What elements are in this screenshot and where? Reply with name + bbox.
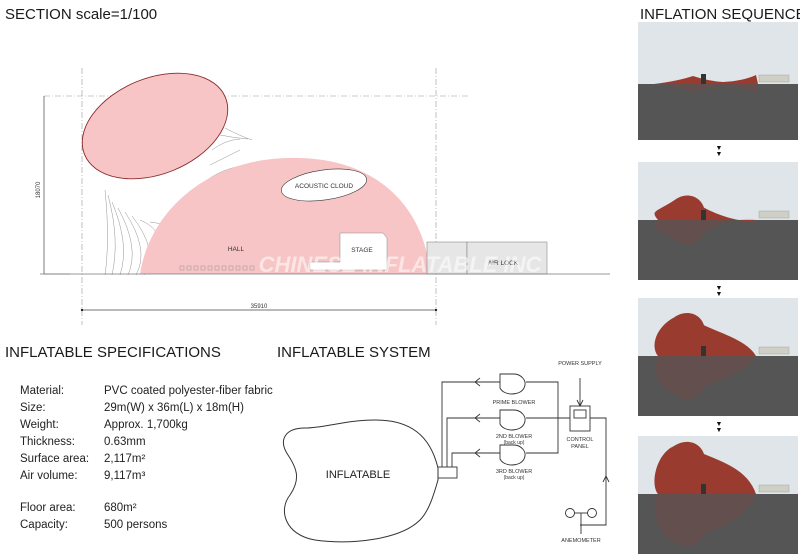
spec-label: Floor area: [20, 502, 76, 514]
blower3-icon [499, 444, 526, 466]
blower3-duct [451, 452, 500, 467]
acoustic-cloud-label: ACOUSTIC CLOUD [295, 183, 353, 190]
prime-duct [441, 381, 500, 467]
hall-label: HALL [228, 246, 245, 253]
blower3-label: 3RD BLOWER [496, 469, 532, 475]
seating-rows [179, 265, 255, 271]
prime-blower-label: PRIME BLOWER [493, 400, 536, 406]
dim-dot [434, 308, 438, 312]
inflation-step-1 [638, 22, 798, 140]
inflatable-membrane [654, 441, 756, 494]
arrow-down-icon [576, 399, 584, 408]
blower2-icon [499, 409, 526, 431]
width-dimension-label: 35910 [251, 304, 268, 310]
arrow-left-icon [474, 413, 481, 423]
sequence-title: INFLATION SEQUENCE [640, 6, 800, 23]
inflatable-membrane [654, 195, 756, 222]
air-lock-label: AIR LOCK [488, 260, 519, 267]
air-lock-model [758, 210, 790, 219]
air-lock [466, 241, 548, 275]
entrance [701, 210, 706, 220]
arrow-left-icon [474, 448, 481, 458]
section-drawing: 18070 35910 ACOUSTIC CLOUD HALL STAGE AI… [36, 68, 610, 325]
spec-label: Size: [20, 402, 46, 414]
air-lock-model [758, 346, 790, 355]
system-diagram: INFLATABLE POWER SUPPLY CONTROL PANEL PR… [283, 361, 610, 544]
anemometer-cup [587, 508, 597, 518]
spec-label: Surface area: [20, 453, 90, 465]
membrane-reflection [654, 84, 758, 93]
spec-value: Approx. 1,700kg [104, 419, 188, 431]
inflation-step-3 [638, 298, 798, 416]
spec-value: 500 persons [104, 519, 168, 531]
sequence-arrow-icon: ▼ ▼ [715, 421, 723, 434]
spec-value: 29m(W) x 36m(L) x 18m(H) [104, 402, 244, 414]
blower2-label: 2ND BLOWER [496, 434, 532, 440]
membrane-reflection [654, 356, 756, 399]
blower3-sublabel: (back up) [504, 475, 525, 481]
inflatable-membrane [654, 75, 758, 84]
sky [638, 22, 798, 84]
control-panel-screen [573, 409, 587, 419]
control-panel-label-2: PANEL [571, 444, 589, 450]
sequence-arrow-icon: ▼ ▼ [715, 285, 723, 298]
arrow-left-icon [474, 377, 481, 387]
anemometer-cup [565, 508, 575, 518]
power-supply-label: POWER SUPPLY [558, 361, 602, 367]
air-lock-model [758, 74, 790, 83]
power-bus [526, 381, 559, 454]
spec-label: Material: [20, 385, 65, 397]
dim-dot [80, 308, 84, 312]
inflatable-label: INFLATABLE [326, 469, 390, 481]
sequence-arrow-icon: ▼ ▼ [715, 145, 723, 158]
system-title: INFLATABLE SYSTEM [277, 344, 431, 361]
ground [638, 356, 798, 416]
anemometer-label: ANEMOMETER [561, 538, 600, 544]
inflation-step-4 [638, 436, 798, 554]
spec-label: Thickness: [20, 436, 75, 448]
anemometer-line [580, 417, 607, 526]
membrane-reflection [654, 494, 756, 547]
spec-label: Air volume: [20, 470, 78, 482]
section-title: SECTION scale=1/100 [5, 6, 158, 23]
spec-value: 680m² [104, 502, 137, 514]
acoustic-cloud [281, 168, 367, 202]
ground [638, 494, 798, 554]
spec-label: Weight: [20, 419, 59, 431]
entrance [701, 74, 706, 84]
watermark: CHINESE INFLATABLE INC [259, 252, 543, 277]
ground [638, 220, 798, 280]
blower2-sublabel: (back up) [504, 440, 525, 446]
stage [309, 232, 388, 271]
air-lock-model [758, 484, 790, 493]
upper-balloon [81, 72, 229, 180]
spec-label: Capacity: [20, 519, 68, 531]
inflatable-membrane [654, 313, 756, 356]
spec-value: PVC coated polyester-fiber fabric [104, 385, 273, 397]
stage-label: STAGE [351, 247, 373, 254]
membrane-reflection [654, 218, 756, 245]
entrance [701, 346, 706, 356]
air-lock-front [426, 241, 468, 275]
prime-blower-icon [499, 373, 526, 395]
spec-value: 0.63mm [104, 436, 146, 448]
specifications-title: INFLATABLE SPECIFICATIONS [5, 344, 221, 361]
inflation-step-2 [638, 162, 798, 280]
arrow-up-icon [602, 474, 610, 483]
height-dimension-label: 18070 [36, 181, 42, 198]
inflatable-shape [283, 419, 439, 543]
spec-value: 9,117m³ [104, 470, 146, 482]
blower2-duct [446, 417, 500, 467]
entrance [701, 484, 706, 494]
ground [638, 84, 798, 140]
control-panel-label: CONTROL [567, 437, 594, 443]
spec-value: 2,117m² [104, 453, 146, 465]
inflatable-connector [437, 466, 458, 479]
